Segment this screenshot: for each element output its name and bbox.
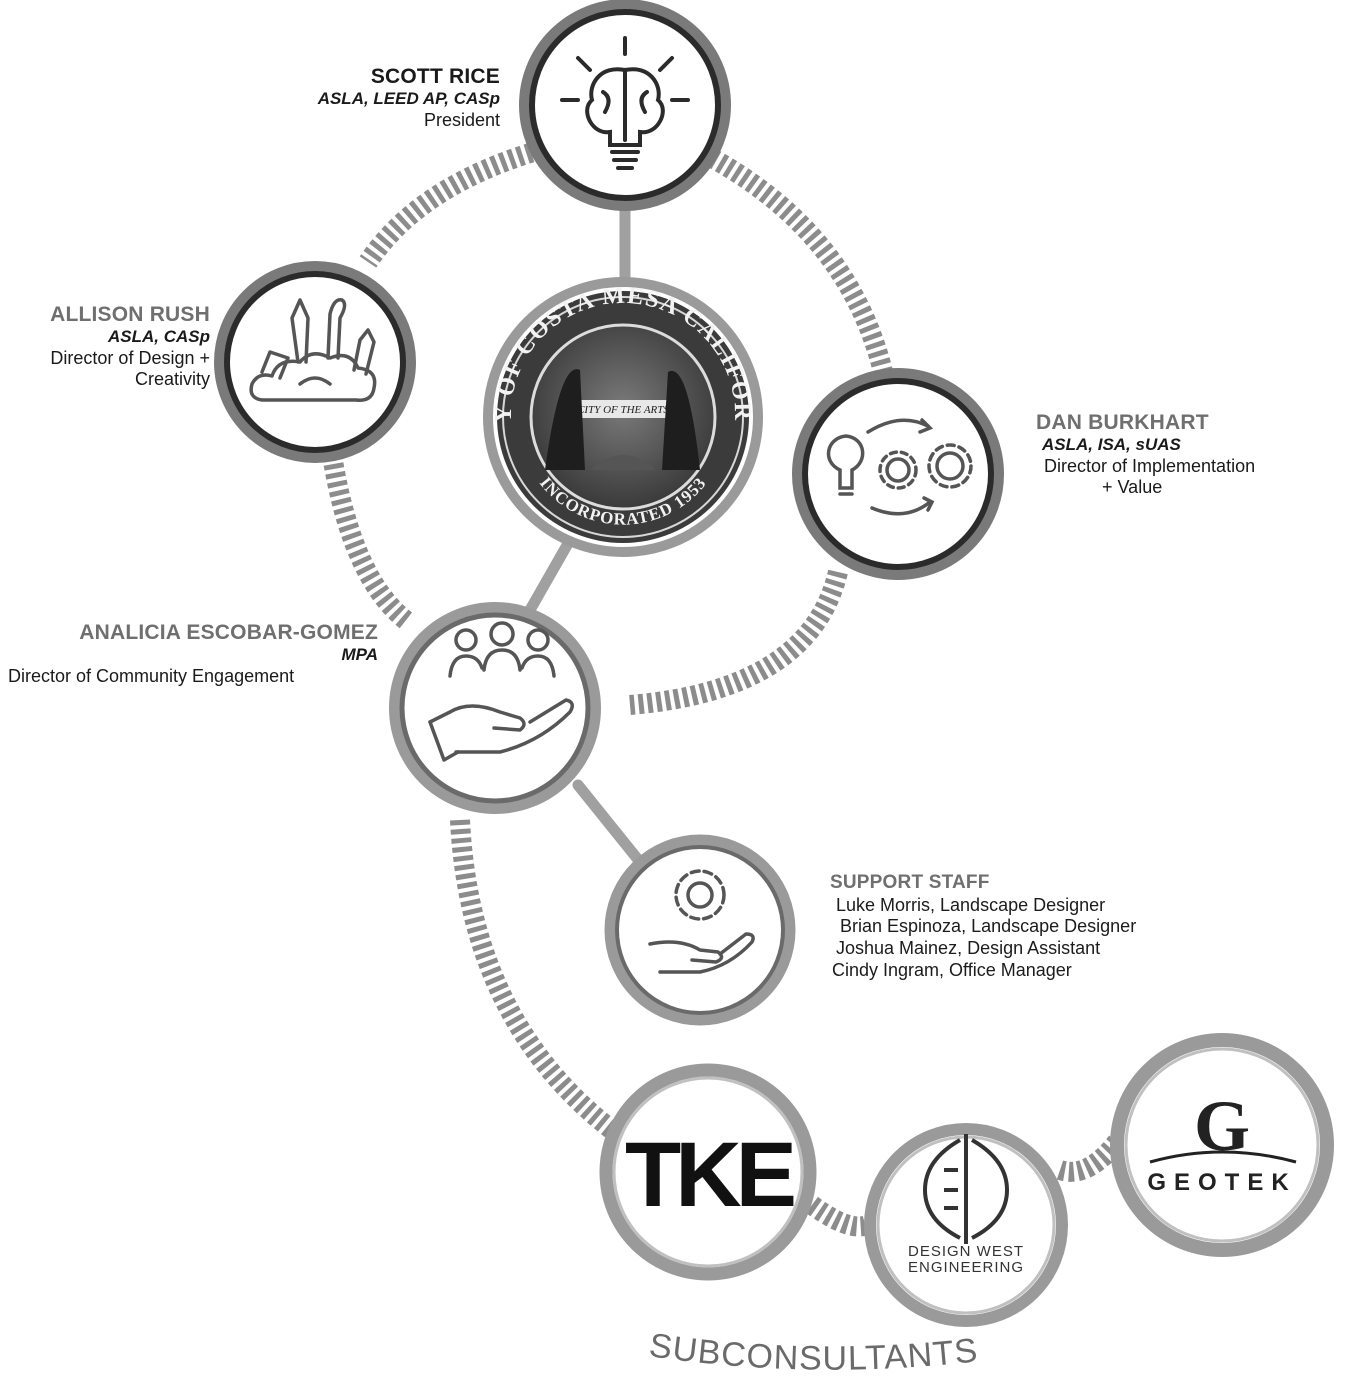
people-hand-icon (428, 621, 574, 762)
line-seal-analicia (524, 534, 576, 616)
dan-name: DAN BURKHART (1036, 411, 1209, 434)
scott-circle (519, 0, 731, 211)
support-label: SUPPORT STAFF Luke Morris, Landscape Des… (830, 872, 1190, 981)
analicia-credentials: MPA (341, 645, 378, 665)
dwe-circle: DESIGN WEST ENGINEERING (864, 1123, 1068, 1327)
arc-scott-dan (707, 149, 898, 397)
dan-credentials: ASLA, ISA, sUAS (1042, 435, 1181, 455)
scott-name: SCOTT RICE (370, 65, 500, 88)
lightbulb-gears-icon (826, 418, 973, 516)
dwe-line1: DESIGN WEST (908, 1243, 1024, 1260)
arc-dan-analicia (629, 569, 848, 715)
geotek-circle: G GEOTEK (1110, 1033, 1334, 1257)
line-analicia-support (572, 779, 646, 868)
geotek-wordmark: GEOTEK (1147, 1169, 1296, 1196)
tke-circle: TKE (599, 1063, 817, 1281)
dan-label: DAN BURKHART ASLA, ISA, sUAS Director of… (1036, 410, 1296, 499)
analicia-name: ANALICIA ESCOBAR-GOMEZ (79, 621, 378, 644)
support-member: Cindy Ingram, Office Manager (832, 959, 1072, 980)
dan-role-line2: + Value (1102, 477, 1163, 498)
allison-name: ALLISON RUSH (50, 303, 210, 326)
subconsultants-title: SUBCONSULTANTS (647, 1326, 979, 1377)
scott-role: President (423, 109, 500, 130)
svg-text:SUBCONSULTANTS: SUBCONSULTANTS (647, 1326, 980, 1377)
allison-role-line1: Director of Design + (50, 347, 210, 368)
arc-allison-analicia (322, 453, 415, 630)
tke-logo: TKE (625, 1124, 794, 1226)
seal-banner: CITY OF THE ARTS (577, 404, 669, 416)
scott-label: SCOTT RICE ASLA, LEED AP, CASp President (300, 64, 500, 131)
arc-scott-allison (359, 140, 543, 268)
support-member: Luke Morris, Landscape Designer (836, 894, 1106, 915)
subconsultants-heading: SUBCONSULTANTS (647, 1326, 980, 1377)
support-circle (604, 834, 796, 1026)
allison-role-line2: Creativity (134, 369, 210, 390)
dwe-line2: ENGINEERING (908, 1259, 1024, 1276)
dwe-logo-mark (922, 1134, 1010, 1244)
analicia-label: ANALICIA ESCOBAR-GOMEZ MPA Director of C… (0, 620, 378, 687)
brain-lightbulb-icon (560, 36, 690, 170)
dan-role-line1: Director of Implementation (1044, 455, 1256, 476)
gear-hand-icon (648, 869, 755, 974)
allison-circle (214, 261, 416, 463)
support-member: Brian Espinoza, Landscape Designer (840, 916, 1137, 937)
scott-credentials: ASLA, LEED AP, CASp (317, 89, 500, 109)
dan-circle (792, 368, 1004, 580)
support-member: Joshua Mainez, Design Assistant (836, 937, 1101, 958)
analicia-role: Director of Community Engagement (8, 665, 295, 686)
allison-credentials: ASLA, CASp (108, 327, 210, 347)
support-title: SUPPORT STAFF (830, 872, 990, 893)
creative-tools-cloud-icon (249, 298, 377, 402)
connector-lines (524, 206, 646, 868)
analicia-circle (389, 602, 601, 814)
arc-analicia-tke (450, 819, 619, 1138)
allison-label: ALLISON RUSH ASLA, CASp Director of Desi… (10, 302, 210, 391)
